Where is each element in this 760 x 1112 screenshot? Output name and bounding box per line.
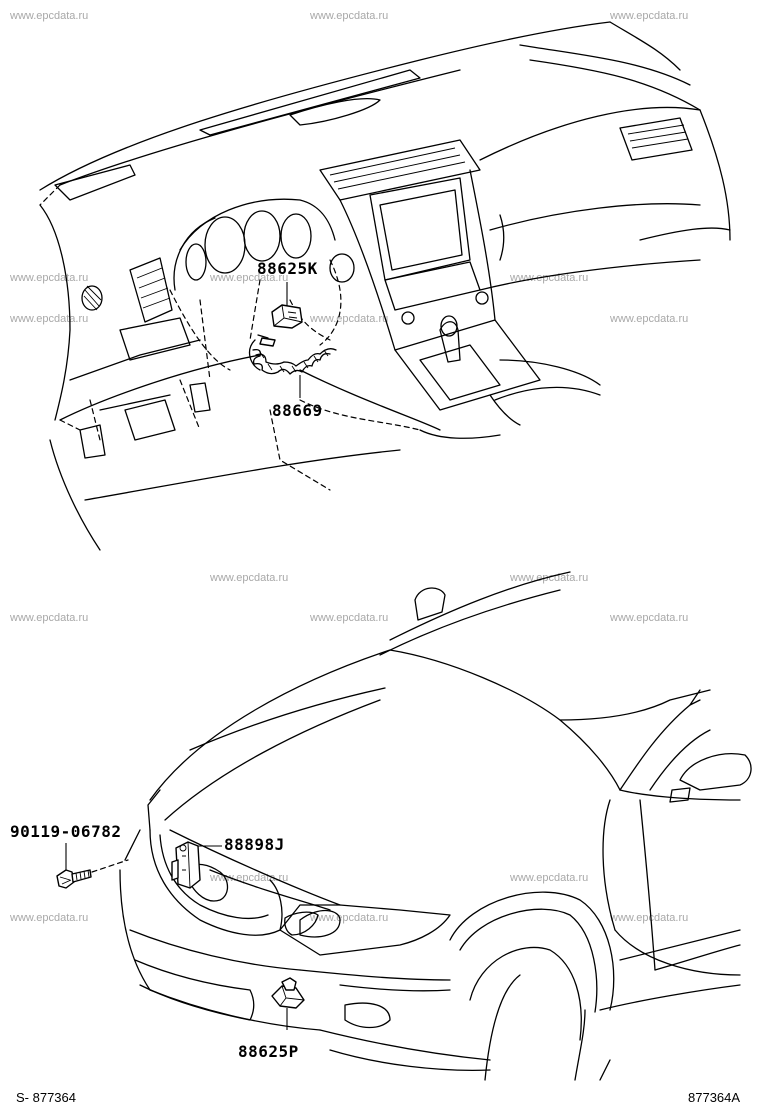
- part-88669-coil-harness: [248, 334, 337, 398]
- dashboard-illustration: [39, 21, 731, 551]
- footer-code-left: S- 877364: [16, 1090, 76, 1105]
- watermark: www.epcdata.ru: [310, 10, 389, 22]
- watermark: www.epcdata.ru: [310, 612, 389, 624]
- part-88898J-sensor: [171, 841, 222, 889]
- label-88669[interactable]: 88669: [272, 401, 323, 420]
- label-88625P[interactable]: 88625P: [238, 1042, 299, 1061]
- watermark: www.epcdata.ru: [610, 612, 689, 624]
- watermark: www.epcdata.ru: [510, 572, 589, 584]
- watermark: www.epcdata.ru: [610, 313, 689, 325]
- label-90119-06782[interactable]: 90119-06782: [10, 822, 122, 841]
- car-front-illustration: [119, 571, 752, 1081]
- watermark: www.epcdata.ru: [10, 612, 89, 624]
- watermark: www.epcdata.ru: [210, 272, 289, 284]
- watermark: www.epcdata.ru: [210, 872, 289, 884]
- watermark: www.epcdata.ru: [610, 10, 689, 22]
- watermark: www.epcdata.ru: [10, 10, 89, 22]
- watermark: www.epcdata.ru: [310, 912, 389, 924]
- watermark: www.epcdata.ru: [10, 912, 89, 924]
- watermark: www.epcdata.ru: [610, 912, 689, 924]
- label-88625K[interactable]: 88625K: [257, 259, 318, 278]
- label-88898J[interactable]: 88898J: [224, 835, 285, 854]
- part-88625K-sensor: [271, 282, 303, 329]
- watermark: www.epcdata.ru: [510, 272, 589, 284]
- part-90119-06782-bolt: [56, 843, 129, 889]
- watermark: www.epcdata.ru: [210, 572, 289, 584]
- footer-code-right: 877364A: [688, 1090, 741, 1105]
- watermark: www.epcdata.ru: [10, 313, 89, 325]
- watermark: www.epcdata.ru: [310, 313, 389, 325]
- watermark: www.epcdata.ru: [510, 872, 589, 884]
- watermark: www.epcdata.ru: [10, 272, 89, 284]
- part-88625P-sensor: [271, 977, 305, 1030]
